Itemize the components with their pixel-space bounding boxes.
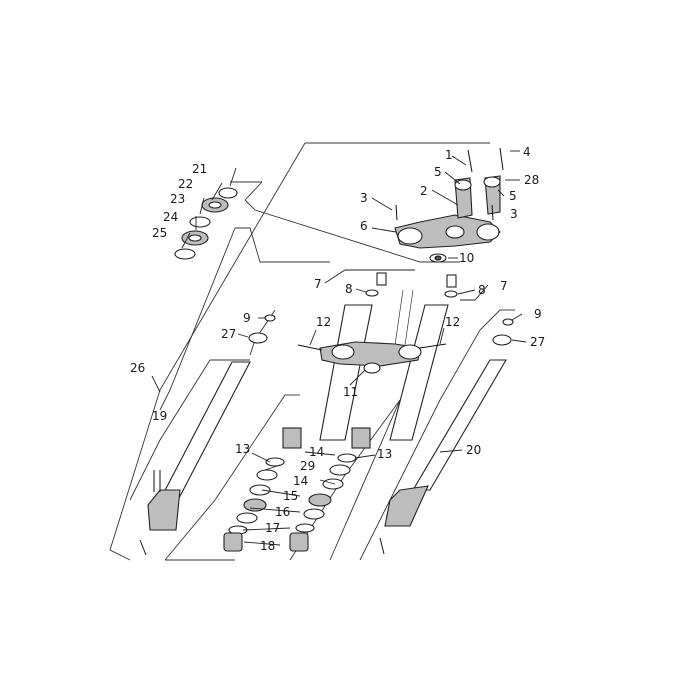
- callout-12: 12: [445, 315, 460, 329]
- seal-25: [174, 248, 196, 260]
- callout-3: 3: [510, 207, 518, 221]
- callout-8: 8: [478, 283, 486, 297]
- callout-2: 2: [420, 184, 428, 198]
- oring-right: [444, 290, 458, 298]
- cap-right: [446, 274, 457, 288]
- left-outer-leg: [139, 314, 276, 556]
- callout-5: 5: [434, 165, 442, 179]
- ring-23: [189, 216, 211, 228]
- callout-4: 4: [523, 145, 531, 159]
- slider-left: [282, 427, 302, 449]
- callout-27: 27: [530, 335, 545, 349]
- callout-7: 7: [314, 277, 322, 291]
- callout-20: 20: [466, 443, 481, 457]
- callout-8: 8: [345, 282, 353, 296]
- callout-23: 23: [170, 192, 185, 206]
- callout-29: 29: [300, 459, 315, 473]
- cap-left: [376, 272, 387, 286]
- callout-12: 12: [316, 315, 331, 329]
- callout-22: 22: [178, 177, 193, 191]
- callout-13: 13: [377, 447, 392, 461]
- callout-labels: 1 2 3 3 4 5 5 6 7 7 8 8 9 9 10 11 12 12 …: [130, 145, 545, 553]
- callout-6: 6: [360, 219, 368, 233]
- fork-tube-right: [389, 304, 449, 441]
- callout-5: 5: [509, 189, 517, 203]
- fork-internals: [223, 453, 357, 552]
- callout-9: 9: [534, 307, 542, 321]
- callout-15: 15: [283, 489, 298, 503]
- callout-24: 24: [163, 210, 178, 224]
- inner-fork-tubes: [282, 272, 458, 449]
- callout-10: 10: [459, 251, 474, 265]
- oring-left: [365, 289, 379, 297]
- callout-13: 13: [235, 442, 250, 456]
- fork-tube-left: [319, 304, 373, 441]
- callout-11: 11: [343, 385, 358, 399]
- right-outer-leg: [379, 318, 514, 555]
- callout-3: 3: [360, 191, 368, 205]
- callout-19: 19: [152, 409, 167, 423]
- upper-triple-clamp: [394, 147, 504, 263]
- callout-16: 16: [275, 505, 290, 519]
- callout-27: 27: [221, 327, 236, 341]
- callout-14: 14: [293, 474, 308, 488]
- dust-seal-21: [218, 187, 238, 199]
- steering-bearing-stack: [174, 187, 238, 260]
- callout-18: 18: [260, 539, 275, 553]
- callout-9: 9: [243, 311, 251, 325]
- slider-right: [351, 427, 371, 449]
- callout-21: 21: [192, 162, 207, 176]
- callout-1: 1: [445, 148, 453, 162]
- callout-25: 25: [152, 226, 167, 240]
- callout-28: 28: [524, 173, 539, 187]
- leader-lines: [151, 150, 527, 546]
- callout-14: 14: [309, 445, 324, 459]
- assembly-frames: [109, 142, 515, 561]
- callout-7: 7: [500, 279, 508, 293]
- callout-26: 26: [130, 361, 145, 375]
- callout-17: 17: [265, 521, 280, 535]
